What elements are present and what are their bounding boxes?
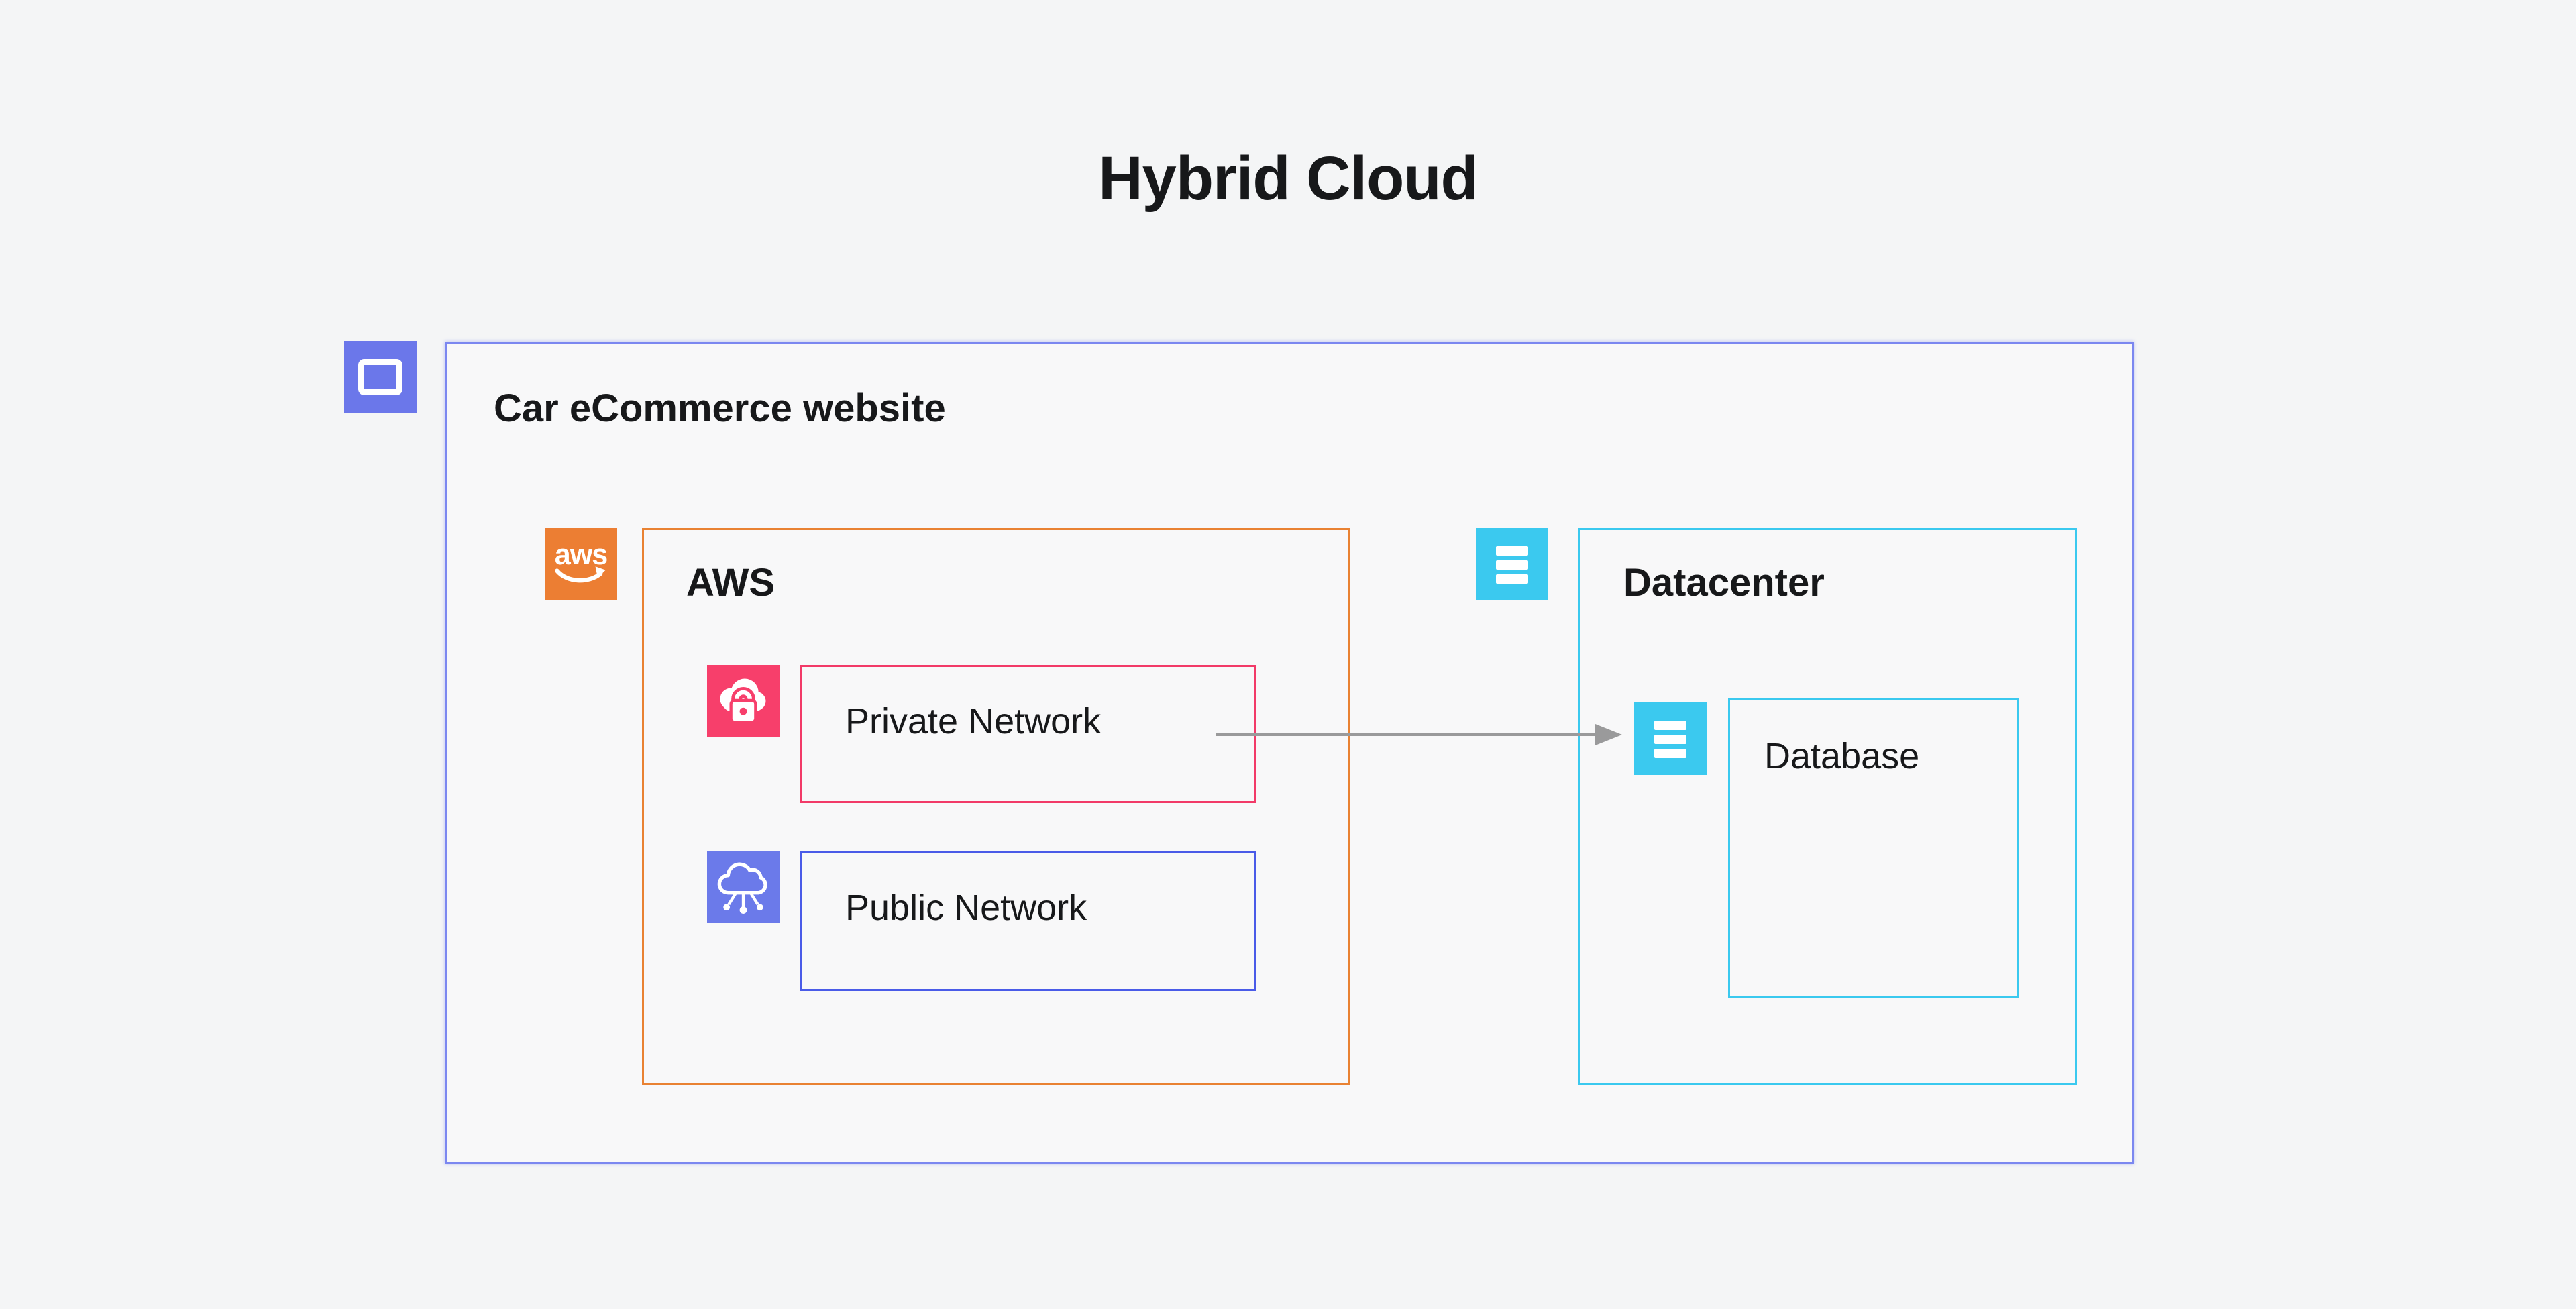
public-network-label: Public Network — [845, 888, 1087, 928]
cloud-lock-glyph — [720, 678, 766, 724]
stacked-rows-glyph — [1634, 702, 1707, 775]
diagram-title: Hybrid Cloud — [1098, 144, 1479, 213]
stacked-rows-icon — [1634, 702, 1707, 775]
cloud-lock-icon — [707, 665, 780, 737]
datacenter-box — [1578, 528, 2077, 1085]
database-box — [1728, 698, 2019, 998]
private-network-label: Private Network — [845, 701, 1102, 741]
window-glyph — [358, 359, 402, 395]
public-network-box — [800, 851, 1256, 991]
cloud-network-glyph — [717, 862, 767, 914]
private-to-database-arrow — [1216, 724, 1622, 745]
window-icon — [344, 341, 417, 413]
datacenter-label: Datacenter — [1623, 561, 1825, 605]
cloud-network-icon — [707, 851, 780, 923]
stacked-rows-icon — [1476, 528, 1548, 600]
stacked-rows-glyph — [1476, 528, 1548, 600]
svg-text:aws: aws — [555, 539, 607, 571]
car-ecommerce-website-label: Car eCommerce website — [494, 386, 946, 430]
aws-box — [642, 528, 1350, 1085]
aws-label: AWS — [686, 561, 775, 605]
car-ecommerce-website-box — [445, 342, 2134, 1164]
aws-logo-glyph: aws — [555, 539, 608, 583]
aws-logo-icon: aws — [545, 528, 617, 600]
database-label: Database — [1764, 736, 1920, 776]
